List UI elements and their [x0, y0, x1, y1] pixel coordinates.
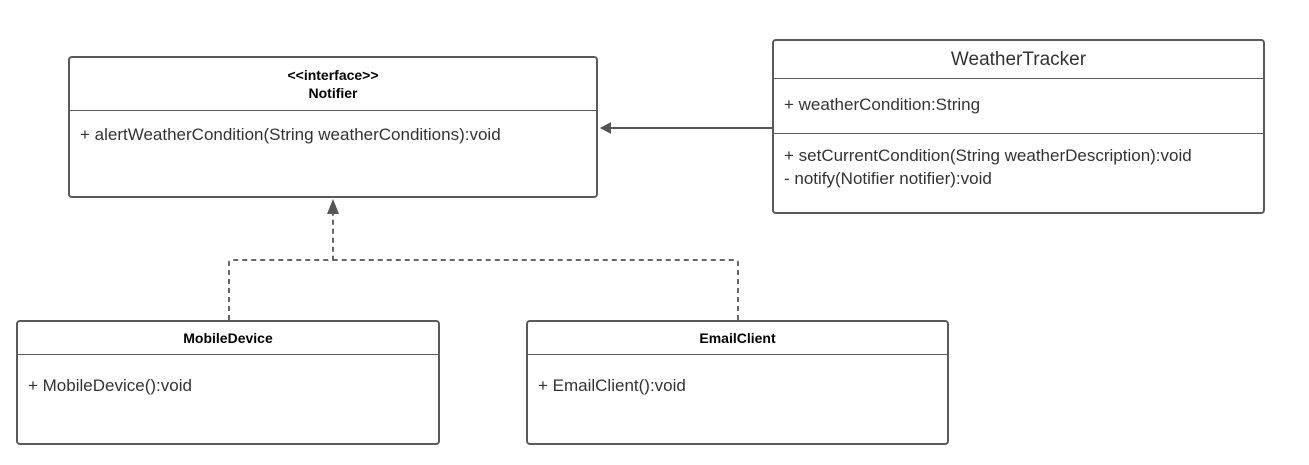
realization-arrowhead [327, 199, 339, 214]
email-client-methods: + EmailClient():void [528, 355, 947, 397]
weather-tracker-name: WeatherTracker [950, 48, 1087, 70]
realization-connector-email [333, 259, 739, 320]
mobile-device-class-box: MobileDevice + MobileDevice():void [16, 320, 440, 445]
weather-tracker-attribute: + weatherCondition:String [784, 95, 981, 114]
notifier-method: + alertWeatherCondition(String weatherCo… [80, 125, 501, 144]
weather-tracker-method: - notify(Notifier notifier):void [784, 169, 992, 188]
notifier-header: <<interface>> Notifier [70, 58, 596, 111]
weather-tracker-methods: + setCurrentCondition(String weatherDesc… [774, 134, 1263, 190]
notifier-stereotype: <<interface>> [287, 67, 379, 83]
email-client-name: EmailClient [699, 330, 776, 346]
mobile-device-name: MobileDevice [183, 330, 273, 346]
weather-tracker-class-box: WeatherTracker + weatherCondition:String… [772, 39, 1265, 214]
weather-tracker-attributes: + weatherCondition:String [774, 79, 1263, 134]
notifier-methods: + alertWeatherCondition(String weatherCo… [70, 111, 596, 146]
email-client-header: EmailClient [528, 322, 947, 355]
realization-connector-mobile [228, 210, 334, 320]
mobile-device-header: MobileDevice [18, 322, 438, 355]
email-client-method: + EmailClient():void [538, 376, 686, 395]
mobile-device-methods: + MobileDevice():void [18, 355, 438, 397]
weather-tracker-method: + setCurrentCondition(String weatherDesc… [784, 146, 1192, 165]
notifier-name: Notifier [308, 85, 358, 101]
notifier-interface-box: <<interface>> Notifier + alertWeatherCon… [68, 56, 598, 198]
email-client-class-box: EmailClient + EmailClient():void [526, 320, 949, 445]
mobile-device-method: + MobileDevice():void [28, 376, 192, 395]
weather-tracker-header: WeatherTracker [774, 41, 1263, 79]
